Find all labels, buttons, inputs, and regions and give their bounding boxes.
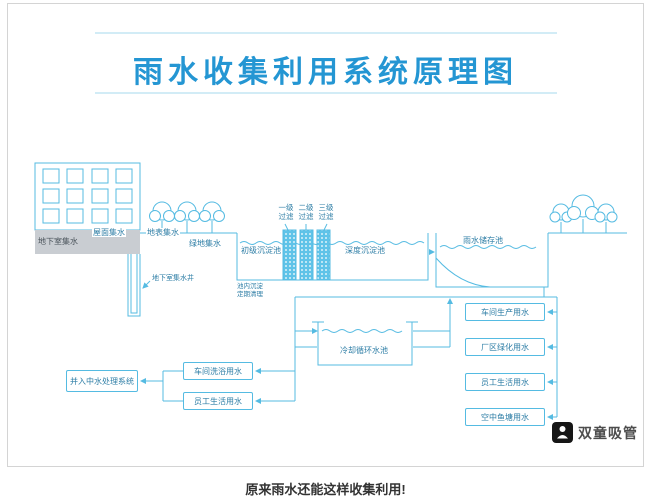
diagram-svg bbox=[34, 32, 627, 420]
tree-icon bbox=[567, 194, 599, 233]
label-primary-sedimentation: 初级沉淀池 bbox=[240, 246, 282, 256]
tree-icon bbox=[149, 201, 175, 233]
storage-pool bbox=[435, 233, 549, 288]
tree-icon bbox=[174, 201, 200, 233]
tree-icon bbox=[549, 203, 573, 233]
logo-icon bbox=[552, 422, 573, 443]
piping bbox=[140, 287, 558, 420]
use-box-production: 车间生产用水 bbox=[465, 303, 545, 321]
filter-column-2 bbox=[299, 229, 314, 281]
cooling-pool bbox=[312, 321, 418, 366]
label-storage-pool: 雨水储存池 bbox=[462, 236, 504, 246]
box-reclaimed-water-system: 并入中水处理系统 bbox=[66, 370, 138, 392]
filter-column-1 bbox=[282, 229, 297, 281]
building-icon bbox=[34, 162, 141, 231]
use-box-staff-life: 员工生活用水 bbox=[465, 373, 545, 391]
label-filter-stage-2: 二级过滤 bbox=[298, 203, 314, 221]
caption: 原来雨水还能这样收集利用! bbox=[245, 482, 406, 497]
label-collection-well: 地下室集水井 bbox=[152, 275, 194, 282]
label-basement-collection: 地下室集水 bbox=[38, 237, 78, 246]
label-filter-stage-3: 三级过滤 bbox=[318, 203, 334, 221]
label-filter-stage-1: 一级过滤 bbox=[278, 203, 294, 221]
well-icon bbox=[127, 254, 151, 317]
label-surface-collection: 地表集水 bbox=[146, 228, 180, 238]
logo-text: 双童吸管 bbox=[578, 424, 638, 441]
page-title: 雨水收集利用系统原理图 bbox=[133, 56, 518, 89]
use-box-fishpond: 空中鱼塘用水 bbox=[465, 408, 545, 426]
label-cooling-pool: 冷却循环水池 bbox=[340, 346, 388, 355]
use-box-greening: 厂区绿化用水 bbox=[465, 338, 545, 356]
use-box-staff-life-left: 员工生活用水 bbox=[183, 392, 253, 410]
label-deep-sedimentation: 深度沉淀池 bbox=[344, 246, 386, 256]
label-green-collection: 绿地集水 bbox=[188, 239, 222, 249]
filter-column-3 bbox=[316, 229, 331, 281]
tree-icon bbox=[594, 203, 618, 233]
use-box-bath: 车间洗浴用水 bbox=[183, 362, 253, 380]
treatment-tank bbox=[236, 223, 429, 281]
logo: 双童吸管 bbox=[552, 422, 638, 443]
tree-icon bbox=[199, 201, 225, 233]
label-tank-note: 池内沉淀定期清理 bbox=[237, 283, 263, 299]
label-roof-collection: 屋面集水 bbox=[92, 228, 126, 238]
